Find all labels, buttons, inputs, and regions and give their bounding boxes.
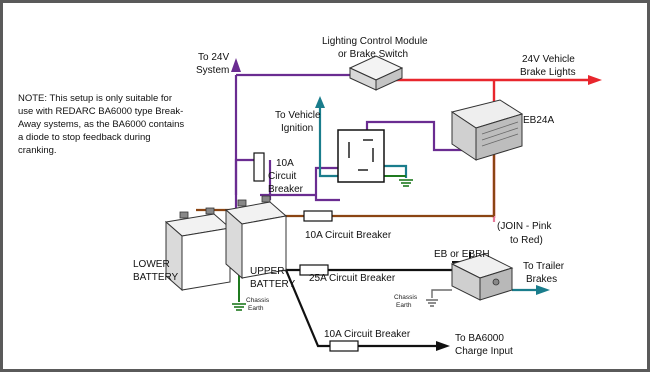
lighting-control-label-1: Lighting Control Module	[322, 36, 428, 47]
earth-symbol-relay	[399, 179, 413, 187]
arrow-to-ignition	[315, 96, 325, 108]
breaker-25a-label: 25A Circuit Breaker	[309, 273, 396, 284]
earth-symbol-battery	[232, 303, 246, 311]
to-trailer-label-1: To Trailer	[523, 261, 565, 272]
breaker-10a-top-label-2: Circuit	[268, 171, 297, 182]
join-label-1: (JOIN - Pink	[497, 221, 552, 232]
eb-controller	[450, 253, 514, 301]
brake-lights-label-2: Brake Lights	[520, 67, 576, 78]
arrow-to-ba6000	[436, 341, 450, 351]
chassis-earth-right-label-1: Chassis	[394, 294, 418, 301]
note-line-1: NOTE: This setup is only suitable for	[18, 93, 172, 104]
lower-battery-label-2: BATTERY	[133, 272, 179, 283]
brake-lights-label-1: 24V Vehicle	[522, 54, 575, 65]
wire-relay-teal	[380, 164, 408, 178]
wire-purple-breaker	[234, 158, 260, 195]
lower-battery-label-1: LOWER	[133, 259, 170, 270]
breaker-25a	[299, 264, 329, 276]
relay	[337, 129, 385, 183]
to-ignition-label-2: Ignition	[281, 123, 313, 134]
to-24v-system-label-2: System	[196, 65, 229, 76]
eb24a-module	[450, 99, 524, 161]
chassis-earth-right-label-2: Earth	[396, 302, 412, 309]
wire-eb-earth	[431, 289, 452, 298]
breaker-10a-bottom	[329, 340, 359, 352]
upper-battery-label-2: BATTERY	[250, 279, 296, 290]
chassis-earth-left-label-2: Earth	[248, 305, 264, 312]
wire-ignition	[318, 108, 341, 178]
breaker-10a-bottom-label: 10A Circuit Breaker	[324, 329, 411, 340]
lower-battery	[164, 207, 232, 292]
note-line-3: Away systems, as the BA6000 contains	[18, 119, 184, 130]
to-ba6000-label-2: Charge Input	[455, 346, 513, 357]
to-24v-system-label-1: To 24V	[198, 52, 229, 63]
breaker-10a-mid-label: 10A Circuit Breaker	[305, 230, 392, 241]
breaker-10a-top-label-1: 10A	[276, 158, 294, 169]
join-label-2: to Red)	[510, 235, 543, 246]
upper-battery	[224, 195, 288, 280]
upper-battery-label-1: UPPER	[250, 266, 284, 277]
wire-relay-purple	[260, 166, 340, 202]
arrow-to-trailer	[536, 285, 550, 295]
eb-or-ebrh-label: EB or EBRH	[434, 249, 490, 260]
lighting-control-label-2: or Brake Switch	[338, 49, 408, 60]
arrow-to-24v-system	[231, 58, 241, 72]
to-ba6000-label-1: To BA6000	[455, 333, 504, 344]
lighting-control-module	[348, 55, 404, 91]
breaker-10a-mid	[303, 210, 333, 222]
chassis-earth-left-label-1: Chassis	[246, 297, 270, 304]
to-trailer-label-2: Brakes	[526, 274, 557, 285]
note-line-2: use with REDARC BA6000 type Break-	[18, 106, 183, 117]
note-line-4: a diode to stop feedback during	[18, 132, 151, 143]
earth-symbol-eb	[426, 299, 438, 307]
arrow-to-brake-lights	[588, 75, 602, 85]
eb24a-label: EB24A	[523, 115, 554, 126]
breaker-10a-top	[253, 152, 265, 182]
breaker-10a-top-label-3: Breaker	[268, 184, 304, 195]
note-line-5: cranking.	[18, 145, 57, 156]
to-ignition-label-1: To Vehicle	[275, 110, 321, 121]
